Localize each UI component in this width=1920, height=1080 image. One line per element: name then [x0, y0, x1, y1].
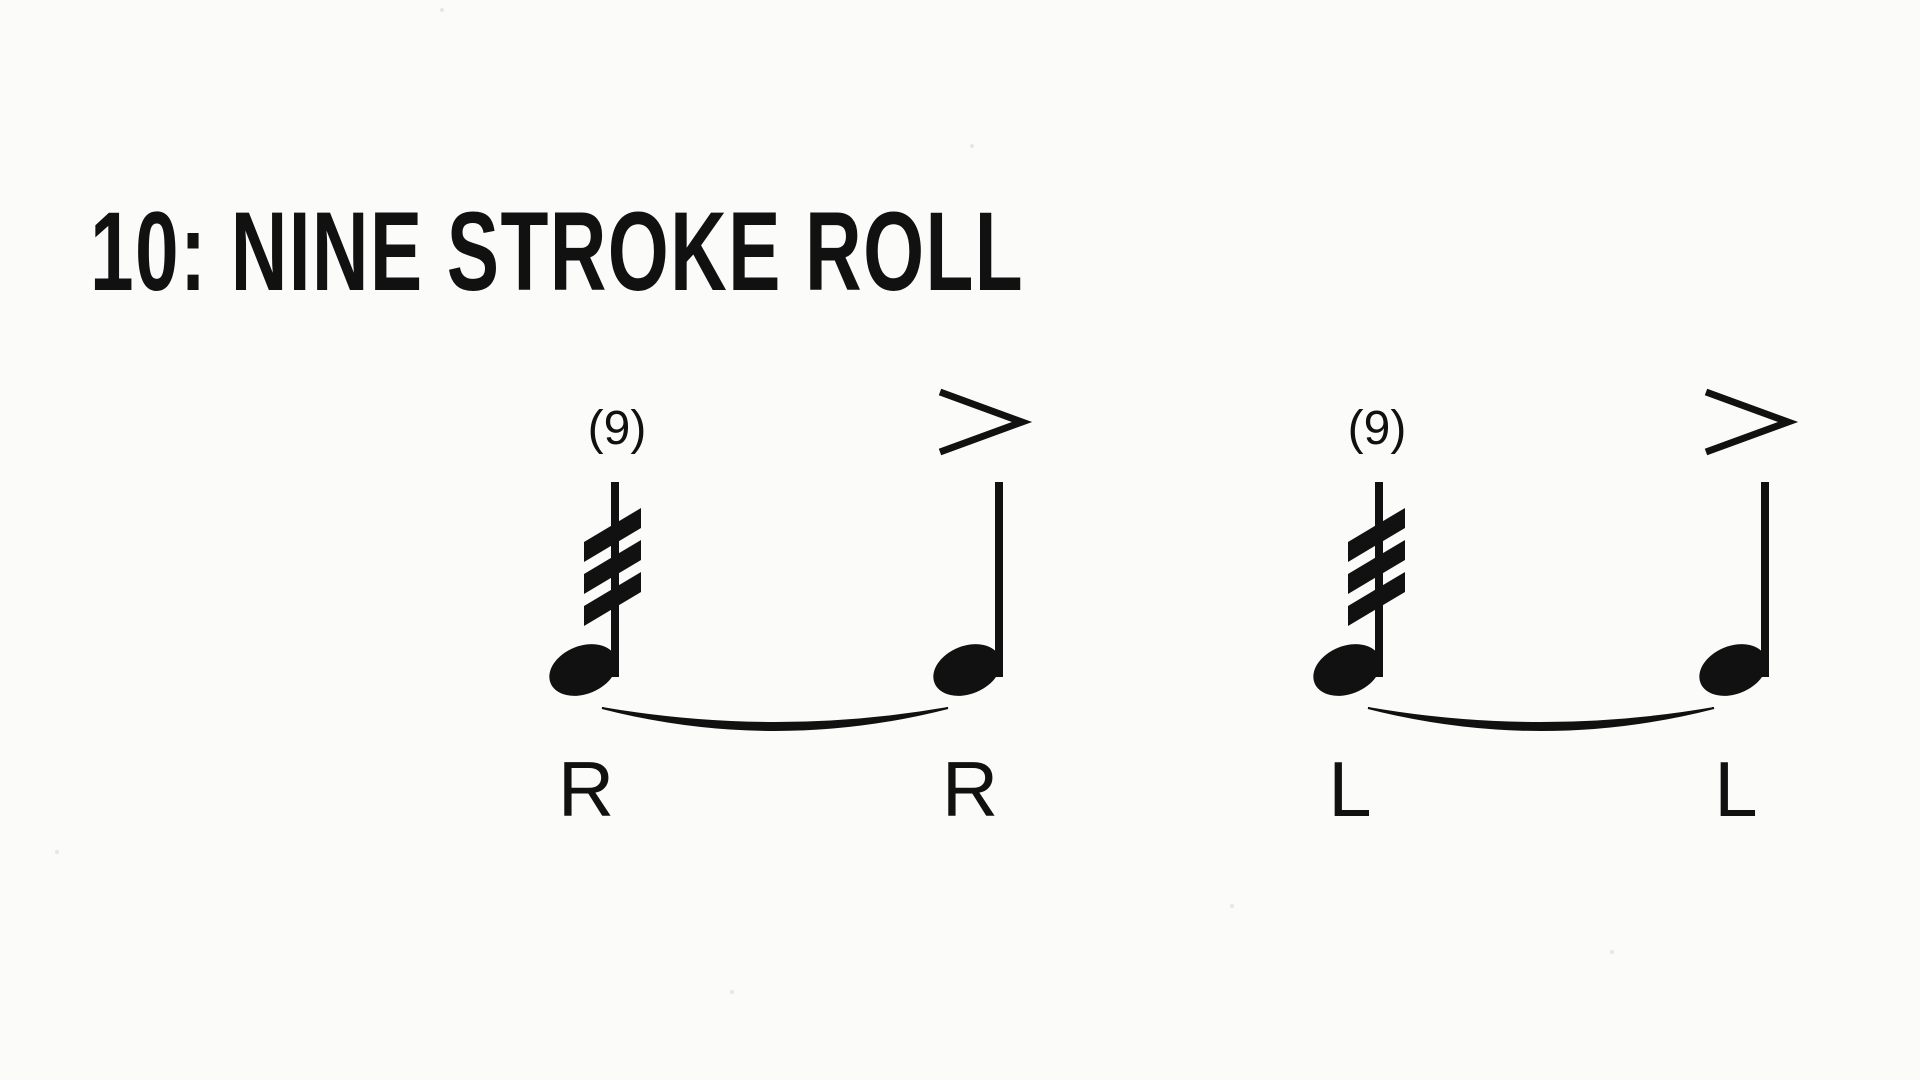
tremolo-slash — [584, 540, 641, 594]
paper-speck — [1230, 904, 1234, 908]
sticking-label: L — [1328, 745, 1371, 833]
note-stem — [1375, 482, 1383, 677]
roll-note — [549, 482, 641, 696]
note-stem — [1761, 482, 1769, 677]
note-head — [1699, 644, 1767, 696]
note-head — [933, 644, 1001, 696]
sticking-label: R — [942, 745, 998, 833]
sticking-label: L — [1714, 745, 1757, 833]
tremolo-slash — [1348, 540, 1405, 594]
tremolo-slash — [1348, 508, 1405, 562]
roll-count-label: (9) — [1348, 402, 1407, 455]
paper-speck — [970, 144, 974, 148]
paper-speck — [55, 850, 59, 854]
accented-note — [1699, 482, 1769, 696]
sticking-label: R — [558, 745, 614, 833]
accent-mark — [1704, 388, 1799, 456]
tremolo-slash — [584, 508, 641, 562]
tremolo-slash — [584, 572, 641, 626]
note-head — [549, 644, 617, 696]
tremolo-slash — [1348, 572, 1405, 626]
page-title: 10: NINE STROKE ROLL — [90, 189, 1025, 314]
accented-note — [933, 482, 1003, 696]
tie — [601, 707, 949, 731]
tie — [1367, 707, 1715, 731]
roll-note — [1313, 482, 1405, 696]
measure-2: (9) L L — [1313, 388, 1799, 833]
accent-mark — [938, 388, 1033, 456]
paper-speck — [1610, 950, 1614, 954]
paper-speck — [730, 990, 734, 994]
note-stem — [995, 482, 1003, 677]
roll-count-label: (9) — [588, 402, 647, 455]
note-stem — [611, 482, 619, 677]
note-head — [1313, 644, 1381, 696]
measure-1: (9) R R — [549, 388, 1033, 833]
paper-speck — [440, 8, 444, 12]
